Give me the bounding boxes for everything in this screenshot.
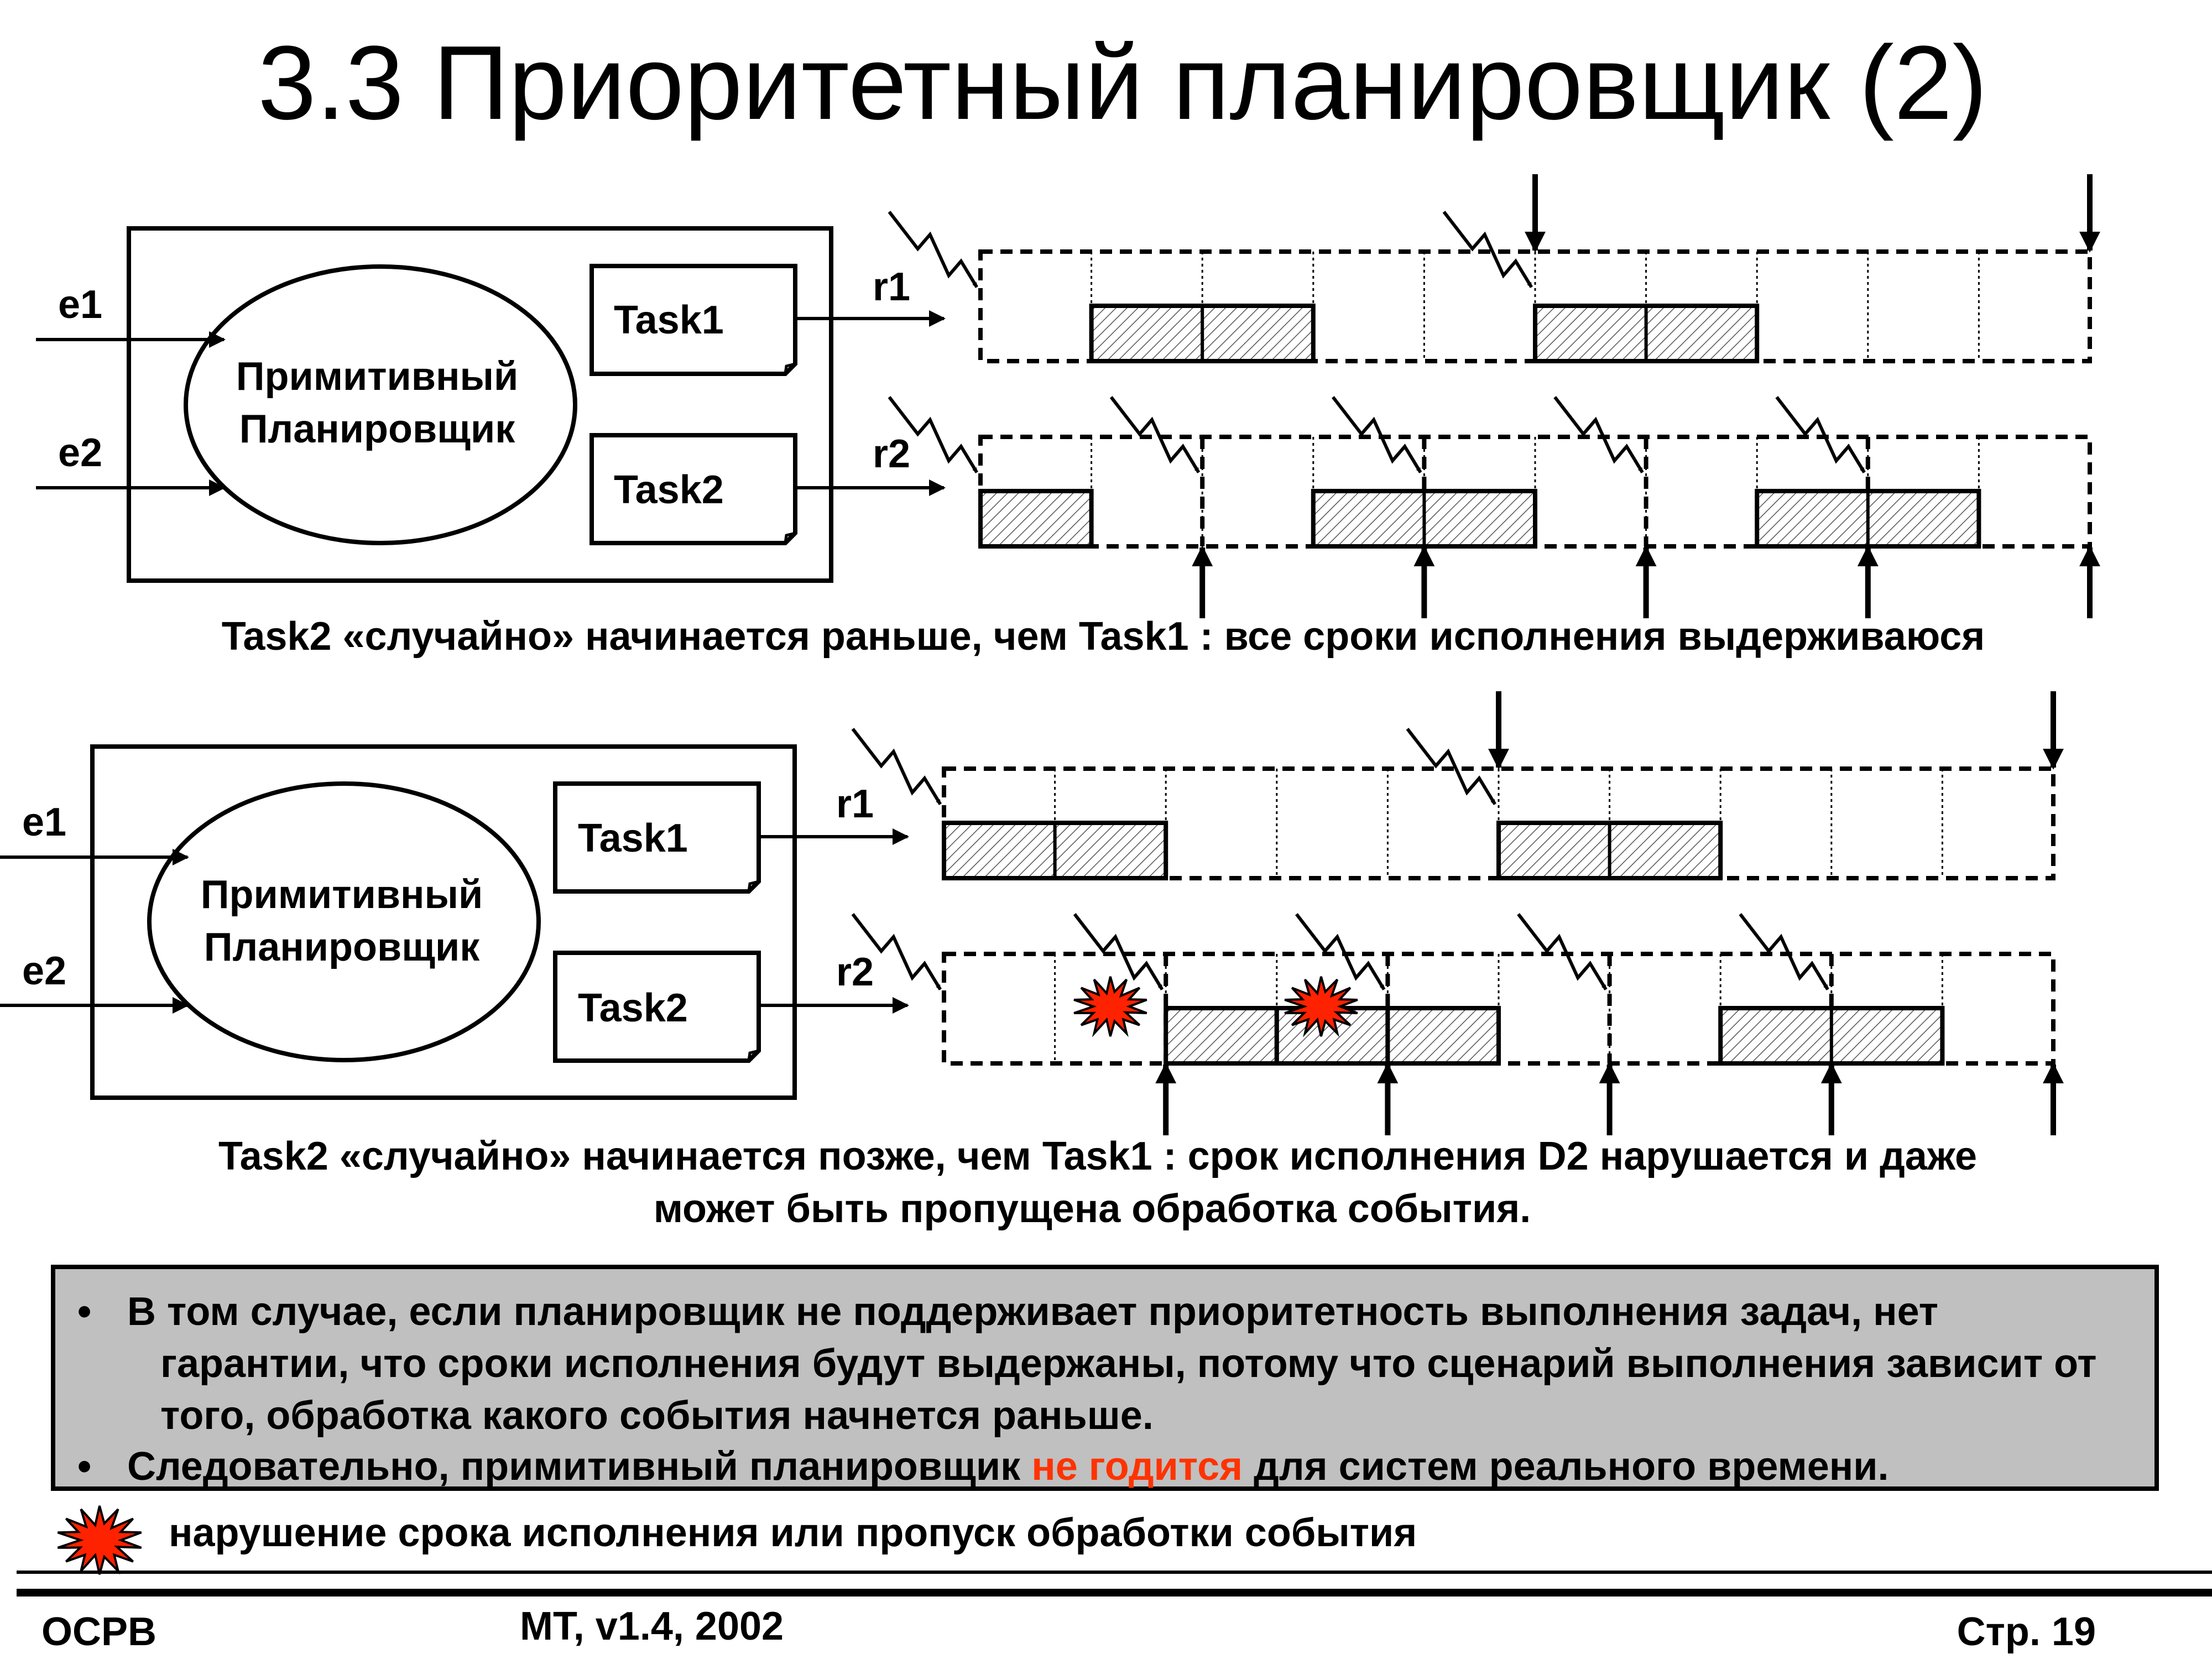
output-r2-label: r2 <box>836 950 874 994</box>
lightning-event-icon <box>1073 913 1164 990</box>
timeline-1-r2 <box>888 396 2100 618</box>
scheduler-label-line1: Примитивный <box>201 873 483 917</box>
scheduler-label-line2: Планировщик <box>239 407 516 451</box>
input-e2-label: e2 <box>58 431 102 475</box>
summary-box: • В том случае, если планировщик не подд… <box>51 1265 2159 1491</box>
lightning-event-icon <box>888 396 978 473</box>
output-r1-label: r1 <box>873 265 910 309</box>
page-title: 3.3 Приоритетный планировщик (2) <box>258 24 1987 142</box>
scheduler-diagram-2: Примитивный Планировщик Task1 Task2 e1 e… <box>0 744 909 1100</box>
lightning-event-icon <box>1553 396 1644 473</box>
lightning-event-icon <box>851 728 942 805</box>
input-e1-label: e1 <box>58 283 102 327</box>
timeline-1-r1 <box>888 174 2100 363</box>
lightning-event-icon <box>1332 396 1422 473</box>
task2-box <box>589 433 797 545</box>
execution-bar <box>978 489 1094 549</box>
scheduler-ellipse <box>184 264 577 545</box>
input-e1-label: e1 <box>22 800 66 844</box>
task1-label: Task1 <box>614 298 724 342</box>
scheduler-label-line2: Планировщик <box>204 925 481 969</box>
violation-burst-icon <box>1073 976 1147 1037</box>
summary-item-1-text: В том случае, если планировщик не поддер… <box>127 1290 2097 1438</box>
lightning-event-icon <box>1295 913 1386 990</box>
task1-box <box>553 781 761 894</box>
task1-box <box>589 264 797 376</box>
diagram2-caption-line1: Task2 «случайно» начинается позже, чем T… <box>218 1134 1977 1178</box>
timeline-2-r2 <box>851 913 2064 1135</box>
lightning-event-icon <box>851 913 942 990</box>
summary-item-2-text: Следовательно, примитивный планировщик <box>127 1444 1032 1489</box>
summary-item-2: • Следовательно, примитивный планировщик… <box>77 1441 2132 1493</box>
footer-right: Стр. 19 <box>1957 1610 2096 1654</box>
summary-item-1: • В том случае, если планировщик не подд… <box>77 1286 2132 1442</box>
summary-item-2-text-end: для систем реального времени. <box>1243 1444 1889 1489</box>
lightning-event-icon <box>888 211 978 288</box>
footer-center: МТ, v1.4, 2002 <box>520 1604 784 1648</box>
legend-text: нарушение срока исполнения или пропуск о… <box>169 1511 1417 1555</box>
system-box <box>90 744 797 1100</box>
summary-highlight: не годится <box>1031 1444 1243 1489</box>
lightning-event-icon <box>1109 396 1201 473</box>
lightning-event-icon <box>1775 396 1866 473</box>
output-r2-label: r2 <box>873 432 910 476</box>
input-e2-label: e2 <box>22 949 66 993</box>
execution-bar <box>1164 1006 1279 1066</box>
scheduler-diagram-1: Примитивный Планировщик Task1 Task2 e1 e… <box>36 226 946 583</box>
output-r1-label: r1 <box>836 782 874 826</box>
footer-left: ОСРВ <box>41 1610 156 1654</box>
diagram1-caption: Task2 «случайно» начинается раньше, чем … <box>222 614 1985 659</box>
lightning-event-icon <box>1517 913 1608 990</box>
scheduler-ellipse <box>147 781 541 1062</box>
task2-label: Task2 <box>614 468 724 512</box>
task2-label: Task2 <box>578 986 688 1030</box>
system-box <box>127 226 833 583</box>
lightning-event-icon <box>1406 728 1496 805</box>
bullet-icon: • <box>77 1290 92 1334</box>
lightning-event-icon <box>1442 211 1533 288</box>
task1-label: Task1 <box>578 816 688 860</box>
task2-box <box>553 951 761 1063</box>
execution-bar <box>1385 1006 1501 1066</box>
lightning-event-icon <box>1739 913 1829 990</box>
violation-burst-icon <box>1284 976 1358 1037</box>
timeline-2-r1 <box>851 691 2064 880</box>
diagram2-caption-line2: может быть пропущена обработка события. <box>654 1187 1531 1231</box>
scheduler-label-line1: Примитивный <box>236 354 519 399</box>
violation-burst-icon <box>57 1505 142 1575</box>
bullet-icon: • <box>77 1444 92 1489</box>
violation-burst-icon <box>57 1505 142 1575</box>
